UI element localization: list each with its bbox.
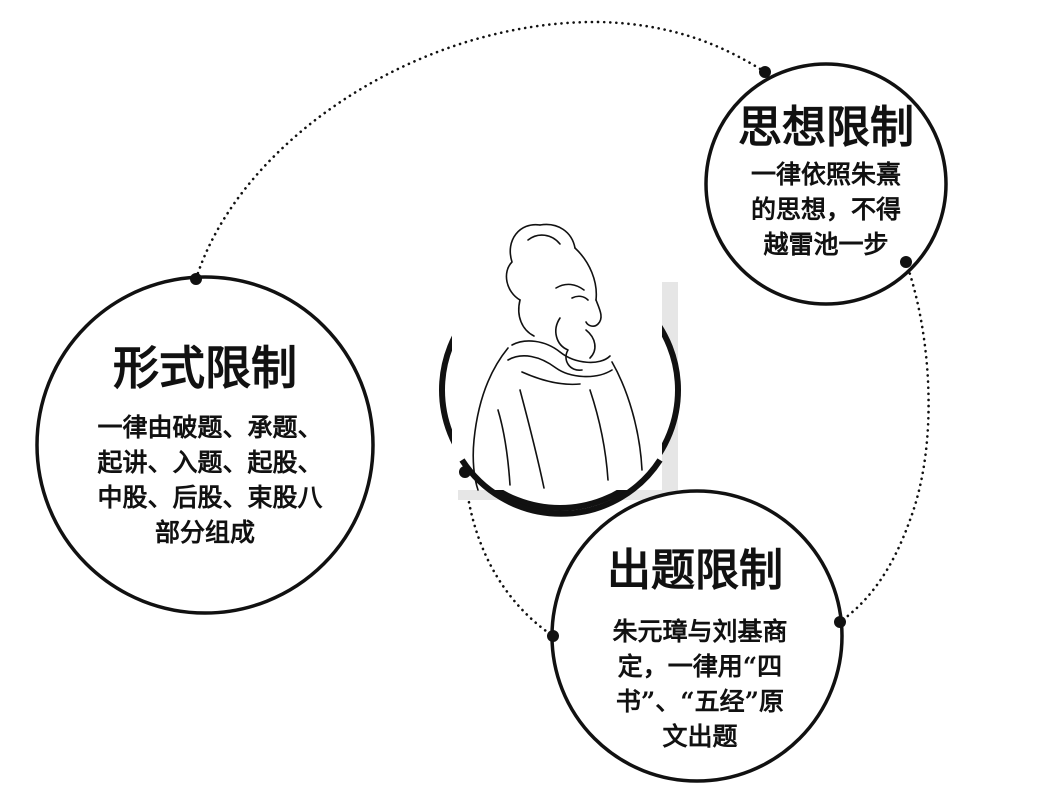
dot-thought-right [900,256,912,268]
node-topic-line-2: 定，一律用“四 [618,652,782,681]
node-topic-line-3: 书”、“五经”原 [616,687,784,716]
node-form-line-1: 一律由破题、承题、 [97,413,322,442]
dot-thought-top [759,66,771,78]
portrait-clip-background [452,200,662,490]
scholar-portrait-icon [472,223,643,491]
node-thought-circle [704,62,948,306]
node-form-line-3: 中股、后股、束股八 [97,483,323,512]
dot-topic-right [834,616,846,628]
connector-dots [190,66,912,642]
node-form-line-4: 部分组成 [155,518,255,547]
arc-thought-to-topic [838,260,930,624]
arc-form-to-thought [194,20,767,281]
node-form-restriction: 形式限制 一律由破题、承题、 起讲、入题、起股、 中股、后股、束股八 部分组成 [35,275,375,615]
node-thought-line-3: 越雷池一步 [763,230,888,259]
node-topic-line-4: 文出题 [662,722,737,751]
node-form-line-2: 起讲、入题、起股、 [97,448,322,477]
dot-form-top [190,273,202,285]
node-thought-title: 思想限制 [738,102,914,153]
node-thought-line-1: 一律依照朱熹 [751,160,901,189]
node-form-circle [35,275,375,615]
node-topic-title: 出题限制 [607,545,783,596]
node-thought-line-2: 的思想，不得 [751,195,901,224]
dot-topic-left [547,630,559,642]
node-topic-restriction: 出题限制 朱元璋与刘基商 定，一律用“四 书”、“五经”原 文出题 [550,489,844,783]
central-portrait [439,200,681,517]
portrait-ring-bottom [459,458,663,517]
node-thought-restriction: 思想限制 一律依照朱熹 的思想，不得 越雷池一步 [704,62,948,306]
dot-portrait-left [459,466,471,478]
node-form-title: 形式限制 [113,341,297,395]
node-topic-line-1: 朱元璋与刘基商 [612,617,787,646]
